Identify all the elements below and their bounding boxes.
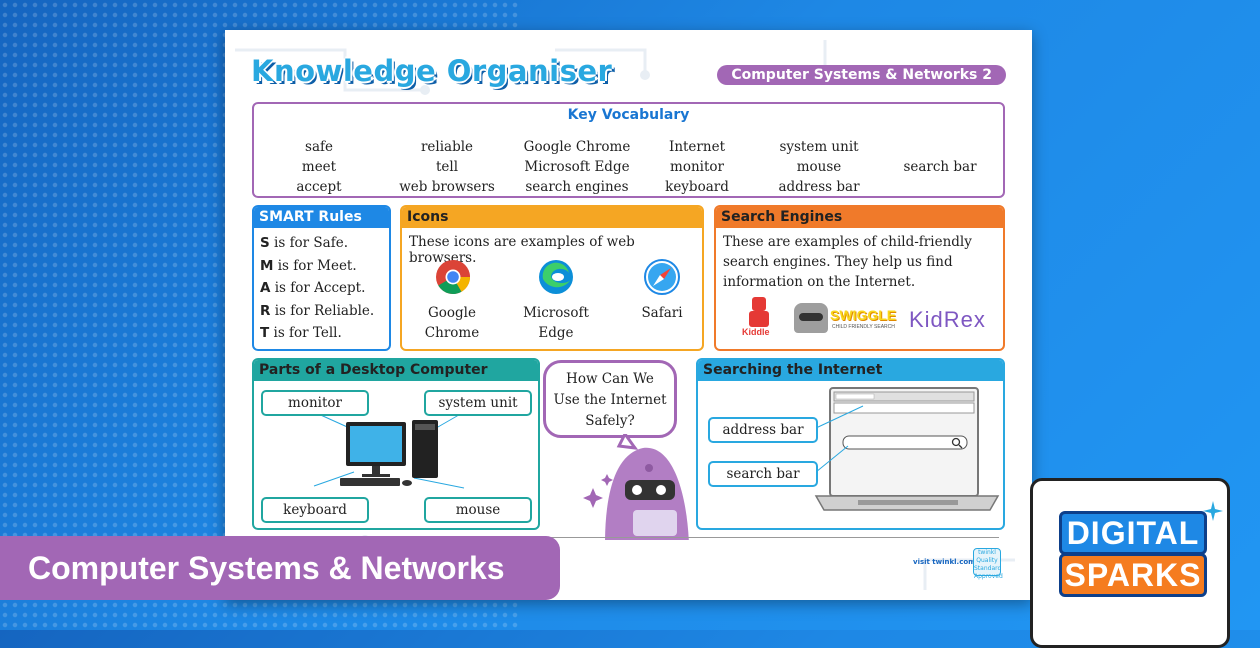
kiddle-logo-text: Kiddle [742, 327, 770, 337]
vocab-word: meet [301, 159, 337, 175]
kidrex-logo: KidRex [909, 307, 986, 332]
browser-label-line: Chrome [424, 325, 480, 341]
searching-internet-box: Searching the Internet address bar searc… [696, 358, 1005, 530]
smart-letter: A [260, 280, 271, 296]
knowledge-organiser-sheet: Knowledge Organiser Computer Systems & N… [225, 30, 1032, 600]
browser-label-safari: Safari [624, 303, 700, 323]
laptop-browser-illustration [814, 387, 1000, 511]
searching-title: Searching the Internet [698, 360, 1003, 381]
browser-label-line: Safari [641, 305, 683, 321]
vocab-word: search bar [903, 159, 977, 175]
swiggle-logo: SWIGGLE [830, 307, 897, 323]
smart-rule: M is for Meet. [260, 258, 357, 274]
vocab-column-4: Internet monitor keyboard [652, 137, 742, 197]
search-engines-title: Search Engines [716, 207, 1003, 228]
sparkle-icon [1203, 501, 1223, 521]
browser-label-line: Google [428, 305, 476, 321]
chrome-icon [436, 260, 470, 294]
search-engines-line: search engines. They help us find [723, 254, 953, 270]
search-engines-box: Search Engines These are examples of chi… [714, 205, 1005, 351]
vocab-column-3: Google Chrome Microsoft Edge search engi… [512, 137, 642, 197]
browser-label-chrome: Google Chrome [412, 303, 492, 343]
search-engines-line: These are examples of child-friendly [723, 234, 972, 250]
smart-rule: T is for Tell. [260, 325, 342, 341]
vocab-word: keyboard [665, 179, 729, 195]
search-engines-line: information on the Internet. [723, 274, 916, 290]
vocab-word: address bar [778, 179, 860, 195]
smart-letter: S [260, 235, 270, 251]
smart-text: is for Meet. [273, 258, 357, 274]
vocab-word: tell [435, 159, 459, 175]
system-unit-label: system unit [424, 390, 532, 416]
monitor-label: monitor [261, 390, 369, 416]
smart-letter: R [260, 303, 271, 319]
footer-visit-text: visit twinkl.com [913, 558, 976, 566]
swiggle-robot-icon [794, 303, 828, 333]
browser-label-line: Microsoft [523, 305, 589, 321]
digital-sparks-card: DIGITAL SPARKS [1030, 478, 1230, 648]
keyboard-label: keyboard [261, 497, 369, 523]
smart-text: is for Safe. [269, 235, 349, 251]
unit-badge: Computer Systems & Networks 2 [717, 65, 1006, 85]
page-title: Knowledge Organiser [251, 54, 613, 88]
smart-text: is for Tell. [269, 325, 342, 341]
safari-icon [644, 259, 680, 295]
vocab-word: web browsers [399, 179, 495, 195]
smart-rules-title: SMART Rules [254, 207, 389, 228]
vocab-word: search engines [525, 179, 629, 195]
icons-title: Icons [402, 207, 702, 228]
browser-label-line: Edge [538, 325, 574, 341]
parts-of-computer-box: Parts of a Desktop Computer monitor syst… [252, 358, 540, 530]
smart-rules-box: SMART Rules S is for Safe. M is for Meet… [252, 205, 391, 351]
smart-letter: T [260, 325, 270, 341]
vocab-column-2: reliable tell web browsers [392, 137, 502, 197]
smart-text: is for Reliable. [270, 303, 375, 319]
bubble-line: Safely? [585, 413, 635, 429]
vocab-word: monitor [670, 159, 724, 175]
vocab-word: Google Chrome [523, 139, 631, 155]
smart-rule: S is for Safe. [260, 235, 348, 251]
smart-text: is for Accept. [270, 280, 366, 296]
mouse-label: mouse [424, 497, 532, 523]
digital-sparks-logo-top: DIGITAL [1059, 511, 1207, 555]
speech-bubble: How Can We Use the Internet Safely? [543, 360, 677, 438]
address-bar-label: address bar [708, 417, 818, 443]
desktop-computer-illustration [313, 411, 465, 489]
vocab-column-5: system unit mouse address bar [764, 137, 874, 197]
swiggle-subtitle: CHILD FRIENDLY SEARCH [832, 324, 895, 330]
digital-sparks-logo-bottom: SPARKS [1059, 553, 1207, 597]
search-engines-text: These are examples of child-friendly sea… [723, 232, 972, 292]
bubble-line: How Can We [566, 371, 654, 387]
vocab-column-6: search bar [890, 157, 990, 177]
search-bar-label: search bar [708, 461, 818, 487]
footer-divider [251, 537, 999, 538]
smart-rule: A is for Accept. [260, 280, 365, 296]
vocab-word: Microsoft Edge [524, 159, 630, 175]
kiddle-logo: Kiddle [742, 297, 774, 341]
edge-icon [539, 260, 573, 294]
mascot-character [583, 434, 689, 540]
vocab-word: Internet [668, 139, 725, 155]
vocab-column-1: safe meet accept [274, 137, 364, 197]
key-vocabulary-box: Key Vocabulary safe meet accept reliable… [252, 102, 1005, 198]
bubble-line: Use the Internet [553, 392, 667, 408]
parts-title: Parts of a Desktop Computer [254, 360, 538, 381]
topic-banner: Computer Systems & Networks [0, 536, 560, 600]
key-vocabulary-title: Key Vocabulary [567, 107, 690, 123]
icons-box: Icons These icons are examples of web br… [400, 205, 704, 351]
vocab-word: system unit [779, 139, 859, 155]
vocab-word: safe [305, 139, 333, 155]
smart-rule: R is for Reliable. [260, 303, 374, 319]
vocab-word: accept [296, 179, 342, 195]
smart-letter: M [260, 258, 274, 274]
vocab-word: reliable [420, 139, 474, 155]
twinkl-quality-badge: twinkl Quality Standard Approved [973, 548, 1003, 580]
browser-label-edge: Microsoft Edge [510, 303, 602, 343]
vocab-word: mouse [796, 159, 842, 175]
